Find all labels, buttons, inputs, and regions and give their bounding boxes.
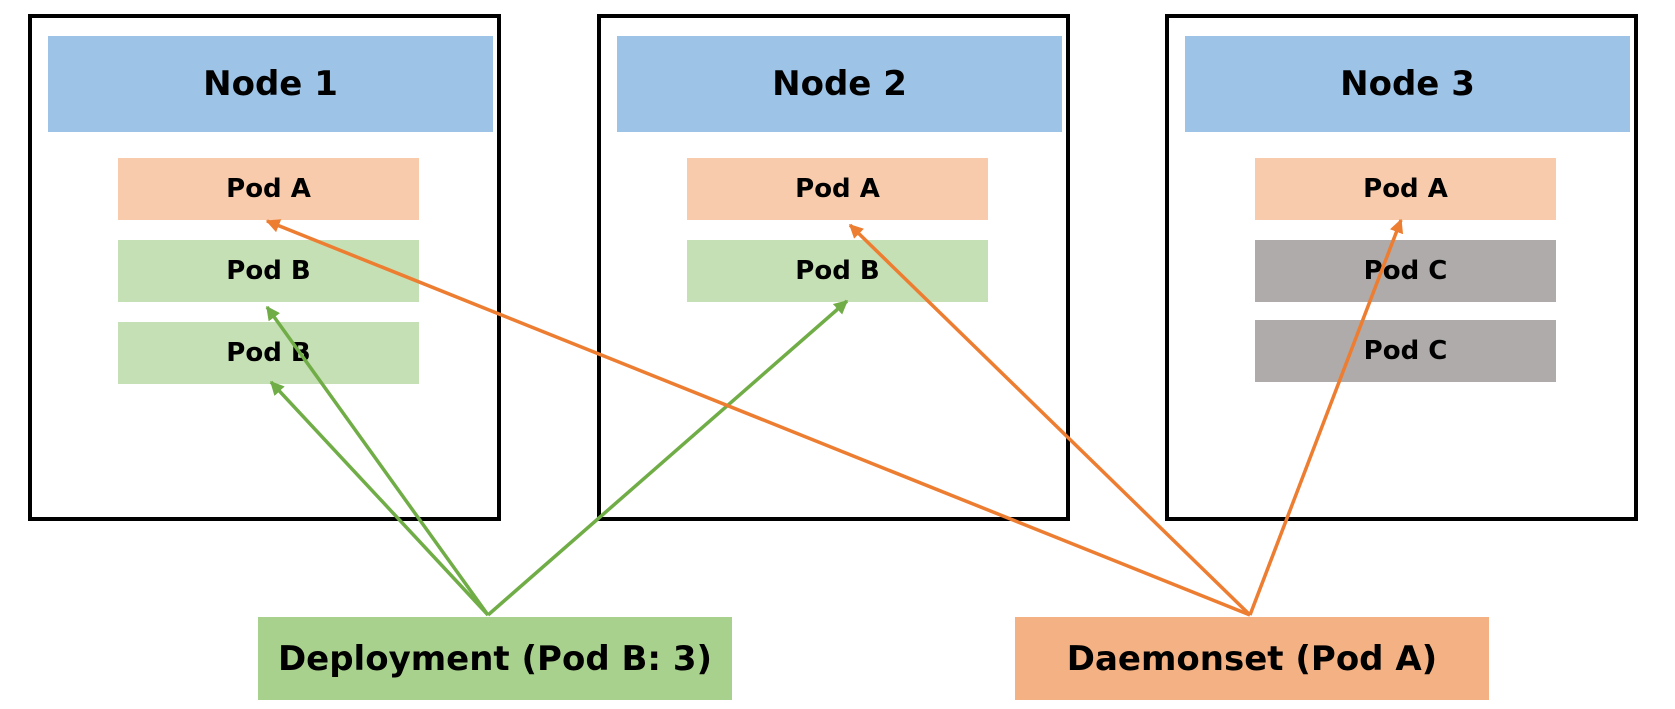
node-2-pod-b: Pod B (687, 240, 988, 302)
node-3-pod-c-2: Pod C (1255, 320, 1556, 382)
node-1-header: Node 1 (48, 36, 493, 132)
node-1-pod-a: Pod A (118, 158, 419, 220)
deployment-box: Deployment (Pod B: 3) (258, 617, 732, 700)
node-3: Node 3 Pod A Pod C Pod C (1165, 14, 1638, 521)
node-1: Node 1 Pod A Pod B Pod B (28, 14, 501, 521)
node-3-pod-c-1: Pod C (1255, 240, 1556, 302)
daemonset-box: Daemonset (Pod A) (1015, 617, 1489, 700)
node-2: Node 2 Pod A Pod B (597, 14, 1070, 521)
node-3-header: Node 3 (1185, 36, 1630, 132)
node-1-pod-b-1: Pod B (118, 240, 419, 302)
node-2-pod-a: Pod A (687, 158, 988, 220)
node-2-header: Node 2 (617, 36, 1062, 132)
node-1-pod-b-2: Pod B (118, 322, 419, 384)
node-3-pod-a: Pod A (1255, 158, 1556, 220)
